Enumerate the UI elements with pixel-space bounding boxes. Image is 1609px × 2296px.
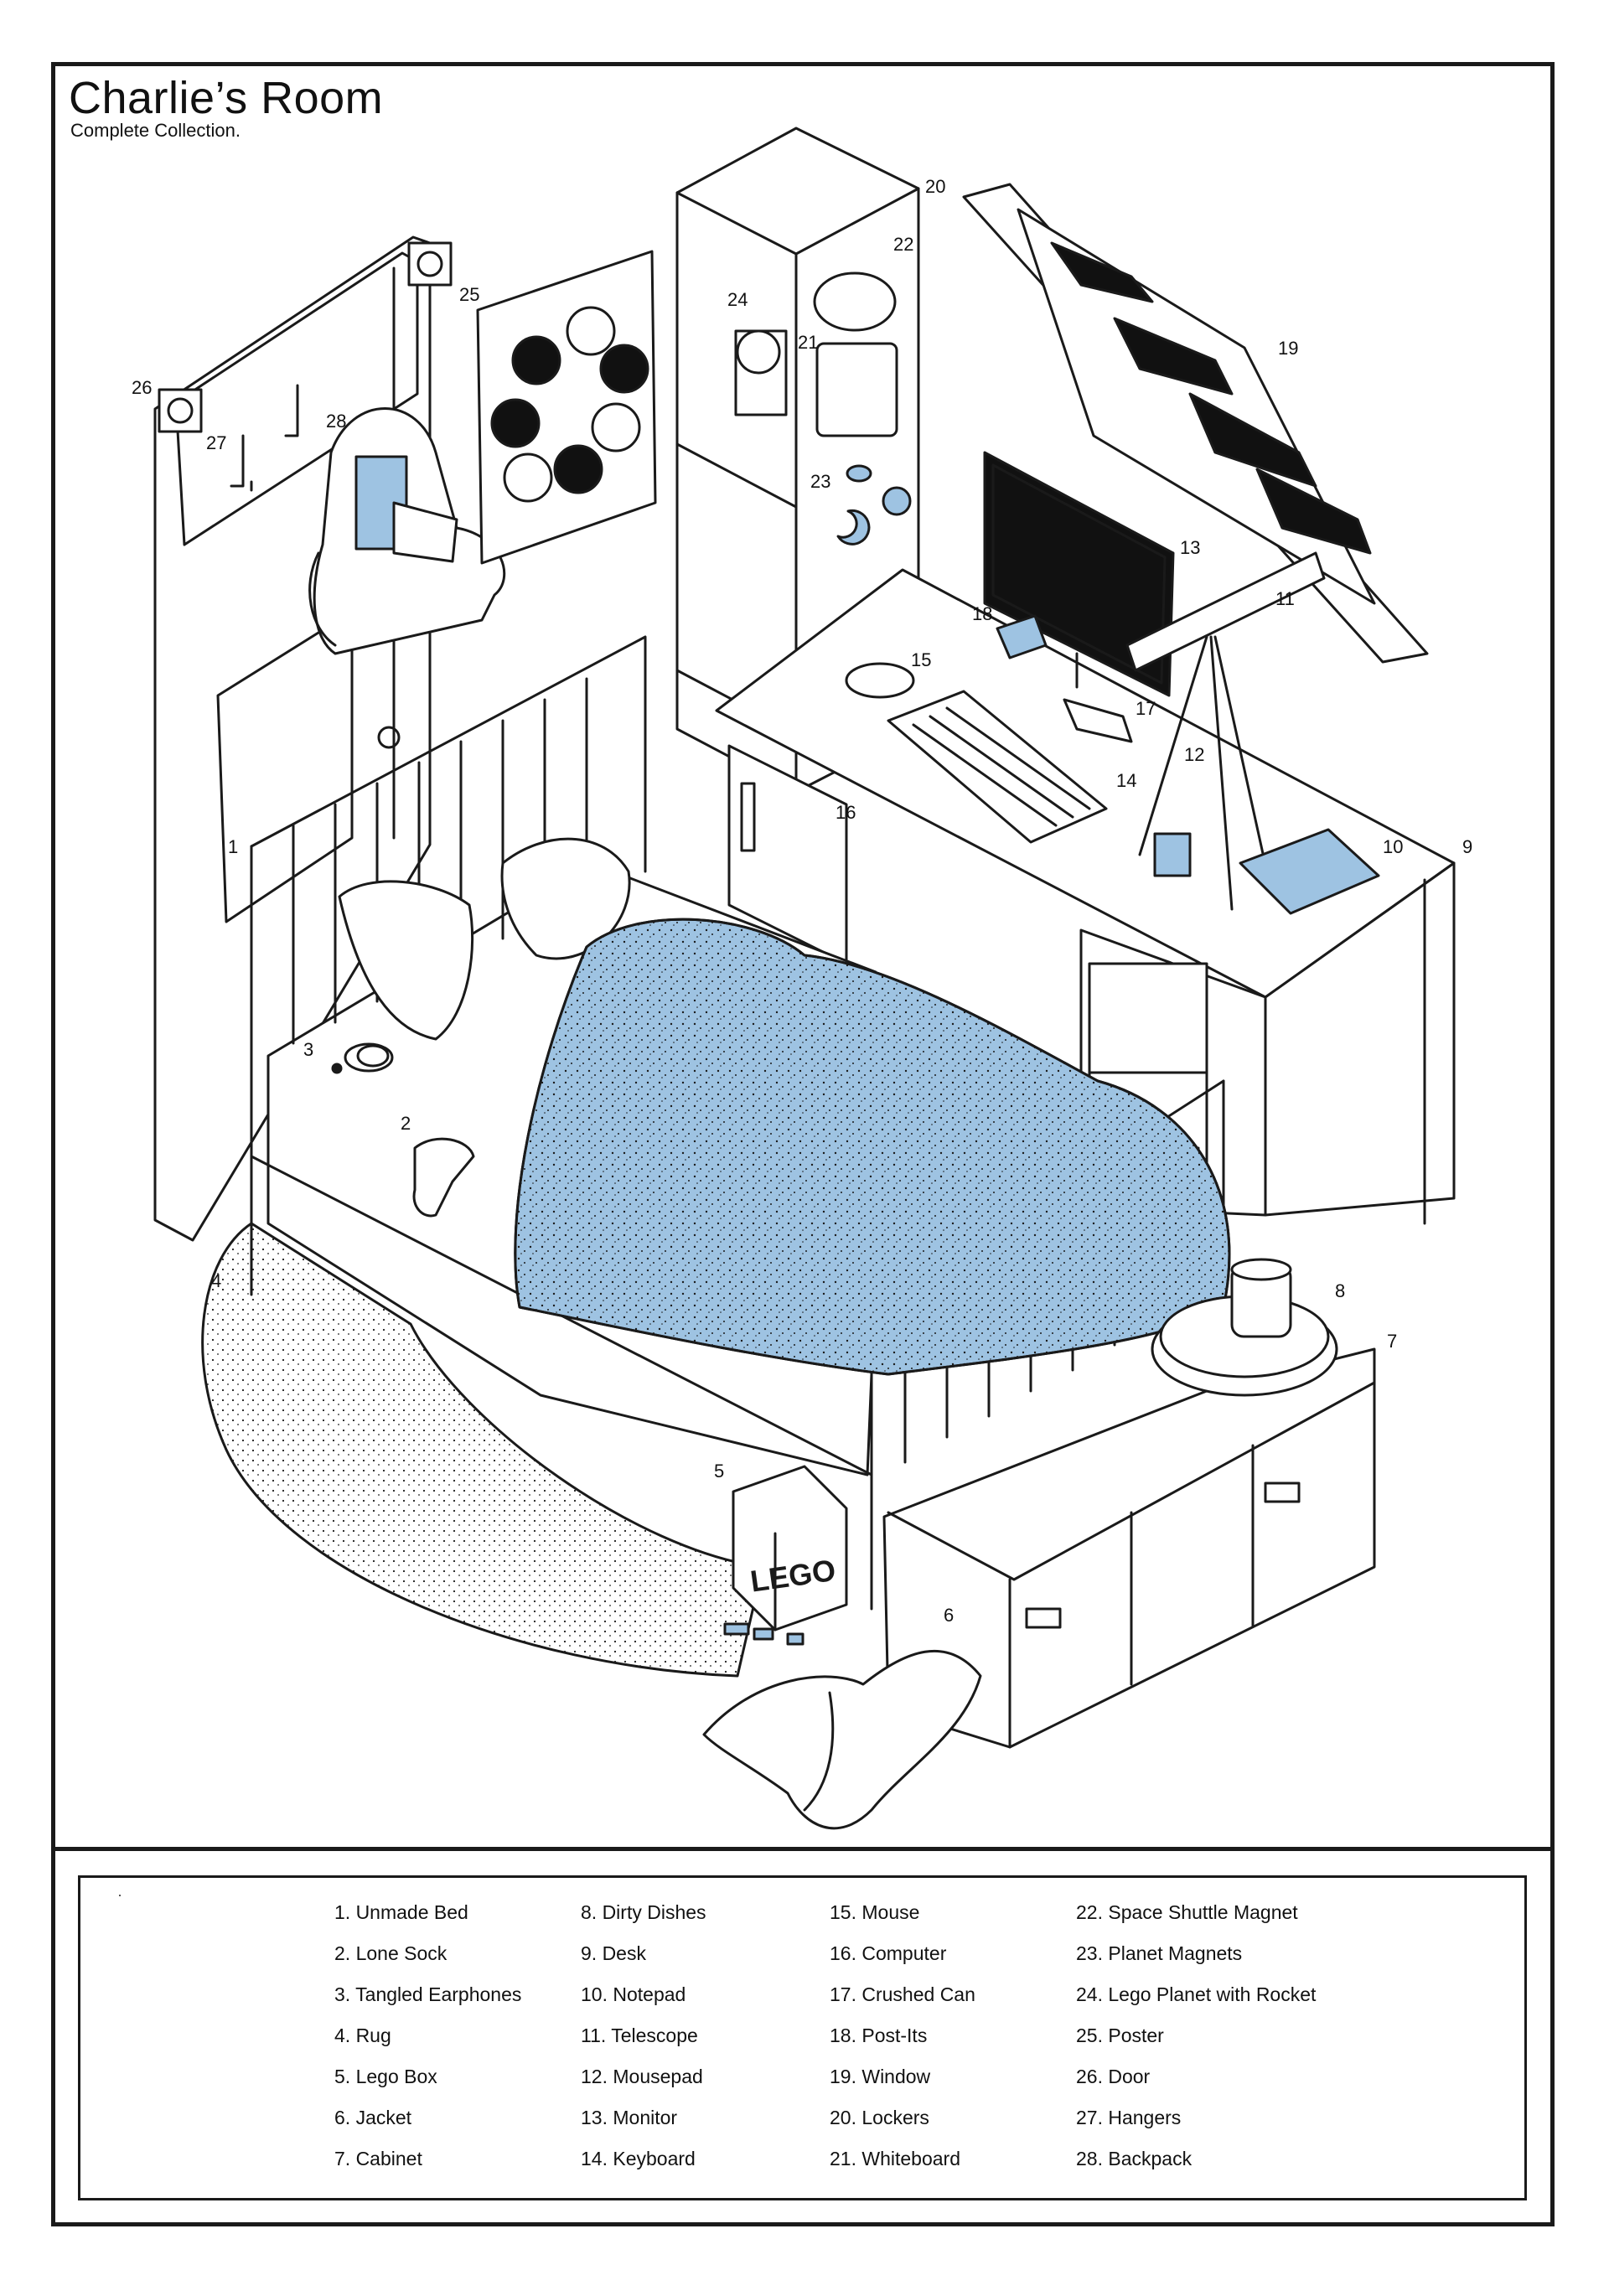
lego-box: LEGO	[723, 1465, 848, 1646]
telescope	[1125, 551, 1326, 911]
hangers	[230, 384, 299, 492]
legend-item: 21. Whiteboard	[830, 2148, 960, 2169]
legend-item: 27. Hangers	[1076, 2107, 1182, 2128]
callout-23: 23	[810, 471, 831, 492]
callout-8: 8	[1335, 1280, 1346, 1301]
callout-7: 7	[1387, 1331, 1398, 1352]
unmade-bed	[250, 635, 1231, 1611]
legend-item: 8. Dirty Dishes	[581, 1901, 706, 1923]
legend-item: 5. Lego Box	[334, 2066, 437, 2087]
legend-column-3: 15. Mouse 16. Computer 17. Crushed Can 1…	[830, 1900, 975, 2188]
legend-item: 4. Rug	[334, 2025, 391, 2046]
mouse	[845, 662, 915, 699]
legend-item: 20. Lockers	[830, 2107, 929, 2128]
callout-11: 11	[1275, 588, 1295, 609]
legend-column-2: 8. Dirty Dishes 9. Desk 10. Notepad 11. …	[581, 1900, 706, 2188]
legend-item: 19. Window	[830, 2066, 931, 2087]
callout-16: 16	[836, 802, 856, 823]
legend-column-1: 1. Unmade Bed 2. Lone Sock 3. Tangled Ea…	[334, 1900, 521, 2188]
legend-item: 11. Telescope	[581, 2025, 698, 2046]
legend-item: 9. Desk	[581, 1942, 646, 1964]
window	[962, 183, 1429, 664]
notepad	[1239, 828, 1380, 915]
legend-item: 2. Lone Sock	[334, 1942, 448, 1964]
callout-28: 28	[326, 411, 347, 432]
section-divider	[51, 1847, 1555, 1851]
crushed-can	[1063, 698, 1133, 743]
callout-26: 26	[132, 377, 153, 398]
callout-9: 9	[1462, 836, 1473, 857]
legend-item: 26. Door	[1076, 2066, 1151, 2087]
poster-frame	[51, 62, 1555, 2226]
page-subtitle: Complete Collection.	[70, 120, 241, 141]
callout-24: 24	[727, 289, 748, 310]
legend-item: 17. Crushed Can	[830, 1983, 975, 2005]
monitor	[983, 451, 1175, 697]
callout-20: 20	[925, 176, 946, 197]
callout-21: 21	[798, 332, 819, 353]
callout-5: 5	[714, 1461, 725, 1482]
legend-item: 25. Poster	[1076, 2025, 1164, 2046]
poster	[476, 250, 657, 565]
keyboard	[887, 690, 1108, 844]
callout-25: 25	[459, 284, 480, 305]
legend-item: 24. Lego Planet with Rocket	[1076, 1983, 1317, 2005]
legend-item: 3. Tangled Earphones	[334, 1983, 522, 2005]
legend-item: 14. Keyboard	[581, 2148, 696, 2169]
legend-item: 13. Monitor	[581, 2107, 678, 2128]
lone-sock	[412, 1137, 475, 1218]
backpack	[308, 407, 506, 655]
legend-item: 6. Jacket	[334, 2107, 412, 2128]
callout-19: 19	[1278, 338, 1299, 359]
legend-item: 16. Computer	[830, 1942, 947, 1964]
callout-12: 12	[1184, 744, 1205, 765]
callout-22: 22	[893, 234, 914, 255]
callout-15: 15	[911, 649, 932, 670]
legend-item: 18. Post-Its	[830, 2025, 928, 2046]
page-title: Charlie’s Room	[69, 73, 384, 123]
callout-27: 27	[206, 432, 227, 453]
legend-item: 10. Notepad	[581, 1983, 686, 2005]
legend-item: 7. Cabinet	[334, 2148, 422, 2169]
callout-10: 10	[1383, 836, 1404, 857]
post-its	[996, 614, 1048, 659]
callout-3: 3	[303, 1039, 314, 1060]
callout-13: 13	[1180, 537, 1201, 558]
callout-4: 4	[211, 1270, 222, 1291]
tangled-earphones	[331, 1042, 394, 1074]
callout-6: 6	[944, 1605, 955, 1626]
legend-item: 28. Backpack	[1076, 2148, 1193, 2169]
callout-1: 1	[228, 836, 239, 857]
callout-18: 18	[972, 603, 993, 624]
legend-dot	[119, 1895, 121, 1896]
callout-2: 2	[401, 1113, 411, 1134]
legend-item: 12. Mousepad	[581, 2066, 703, 2087]
legend-item: 15. Mouse	[830, 1901, 920, 1923]
rug	[201, 1222, 764, 1678]
dirty-dishes	[1151, 1258, 1338, 1397]
legend-item: 23. Planet Magnets	[1076, 1942, 1243, 1964]
legend-box	[78, 1875, 1527, 2200]
jacket	[702, 1649, 982, 1830]
callout-17: 17	[1136, 698, 1156, 719]
legend-column-4: 22. Space Shuttle Magnet 23. Planet Magn…	[1076, 1900, 1316, 2188]
callout-14: 14	[1116, 770, 1137, 791]
legend-item: 1. Unmade Bed	[334, 1901, 468, 1923]
legend-item: 22. Space Shuttle Magnet	[1076, 1901, 1298, 1923]
